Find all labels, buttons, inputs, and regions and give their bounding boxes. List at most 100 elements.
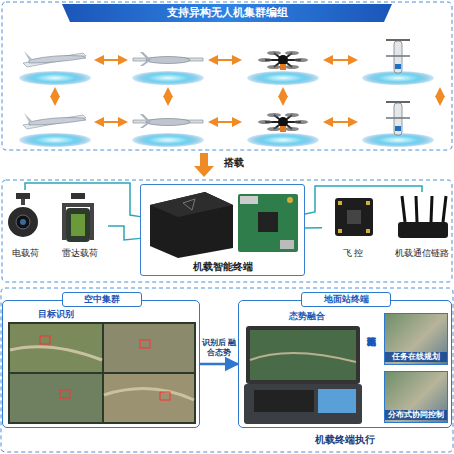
radar-payload: [62, 193, 94, 242]
drone-platforms: [19, 71, 434, 147]
swap-arrows: [210, 59, 240, 61]
terminal-device: [150, 192, 233, 217]
node-label: 雷达载荷: [52, 248, 108, 259]
air-screen: [160, 392, 170, 400]
swap-arrows: [325, 121, 356, 123]
drone-platforms: [19, 133, 91, 147]
laptop: [250, 353, 356, 362]
optical-payload: [8, 193, 38, 237]
terminal-device: [280, 240, 294, 249]
terminal-device: [238, 194, 298, 252]
drone-platforms: [132, 133, 204, 147]
node-label: 机载智能终端: [141, 261, 304, 273]
node-label: 机载通信链路: [392, 248, 452, 259]
mount-arrow: [200, 153, 208, 167]
connector-line: [305, 227, 322, 229]
title-bar: [62, 4, 392, 22]
terminal-device: [183, 199, 195, 210]
air-screen: [104, 389, 194, 400]
air-screen: [10, 324, 102, 372]
flight-controller: [335, 198, 373, 236]
drones: [386, 40, 410, 73]
swap-arrows: [439, 89, 441, 104]
payload-node: 电载荷: [2, 190, 48, 262]
terminal-box: 机载智能终端: [140, 184, 305, 276]
flight-controller: [347, 210, 361, 224]
connector-line: [305, 186, 422, 214]
laptop: [250, 330, 356, 380]
swap-arrows: [54, 89, 56, 104]
connector-line: [108, 226, 140, 240]
swap-arrows: [325, 59, 356, 61]
radar-payload: [71, 214, 85, 236]
connector-line: [25, 183, 140, 217]
swap-arrows: [167, 89, 169, 104]
drones: [258, 113, 308, 132]
flight-controller: [366, 201, 370, 205]
radar-payload: [71, 193, 85, 199]
swap-arrows: [282, 89, 284, 104]
ground-panel: 地面站终端态势融合任务在线规划分布式协同控制: [238, 300, 452, 428]
section-frame: [2, 2, 452, 150]
air-screen: [10, 374, 102, 422]
optical-payload: [16, 215, 30, 229]
drone-platforms: [132, 71, 204, 85]
link-node: 机载通信链路: [392, 192, 452, 262]
optical-payload: [21, 199, 25, 205]
air-screen: [8, 322, 196, 424]
drone-platforms: [19, 71, 91, 85]
drones: [23, 51, 86, 67]
drones: [23, 113, 86, 129]
controller-node: 飞 控: [322, 192, 384, 262]
map-tile: 任务在线规划: [384, 313, 448, 365]
mount-label: 搭载: [214, 157, 254, 169]
node-label: 飞 控: [322, 248, 384, 259]
mount-arrow: [194, 166, 214, 177]
title: 支持异构无人机集群编组: [70, 4, 384, 22]
drone-platforms: [247, 133, 319, 147]
terminal-device: [258, 212, 278, 232]
air-screen: [40, 336, 50, 344]
mount-arrow: [194, 153, 214, 177]
laptop: [318, 389, 356, 413]
drones: [133, 114, 203, 128]
flight-controller: [335, 198, 373, 236]
flight-controller: [366, 229, 370, 233]
drones: [386, 102, 410, 135]
payload-node: 雷达载荷: [52, 190, 108, 262]
air-screen: [104, 374, 194, 422]
radar-payload: [66, 208, 90, 242]
laptop: [244, 384, 362, 424]
terminal-device: [150, 192, 233, 258]
router: [402, 196, 405, 222]
flight-controller: [338, 201, 342, 205]
edge-label: 识别后 融合态势: [199, 338, 239, 357]
swap-arrows: [96, 59, 126, 61]
air-panel: 空中集群目标识别: [2, 300, 200, 428]
node-subtitle: 态势融合: [247, 311, 367, 322]
swap-arrows: [210, 121, 240, 123]
terminal-device: [287, 197, 293, 203]
terminal-device: [240, 196, 258, 204]
laptop: [246, 326, 360, 384]
drones: [23, 40, 410, 135]
drone-platforms: [247, 71, 319, 85]
node-label: 空中集群: [62, 292, 142, 307]
footer-label: 机载终端执行: [270, 434, 420, 446]
arrow-connector: [200, 363, 238, 366]
air-screen: [8, 322, 196, 424]
router: [398, 196, 448, 238]
air-screen: [140, 340, 150, 348]
router: [443, 196, 446, 222]
air-screen: [10, 347, 102, 360]
optical-payload: [16, 193, 30, 199]
node-subtitle: 目标识别: [21, 309, 91, 320]
terminal-device: [150, 192, 298, 258]
laptop: [254, 390, 314, 412]
drones: [258, 51, 308, 70]
optical-payload: [8, 207, 38, 237]
air-screen: [104, 324, 194, 372]
node-label: 电载荷: [2, 248, 48, 259]
router: [398, 222, 448, 238]
